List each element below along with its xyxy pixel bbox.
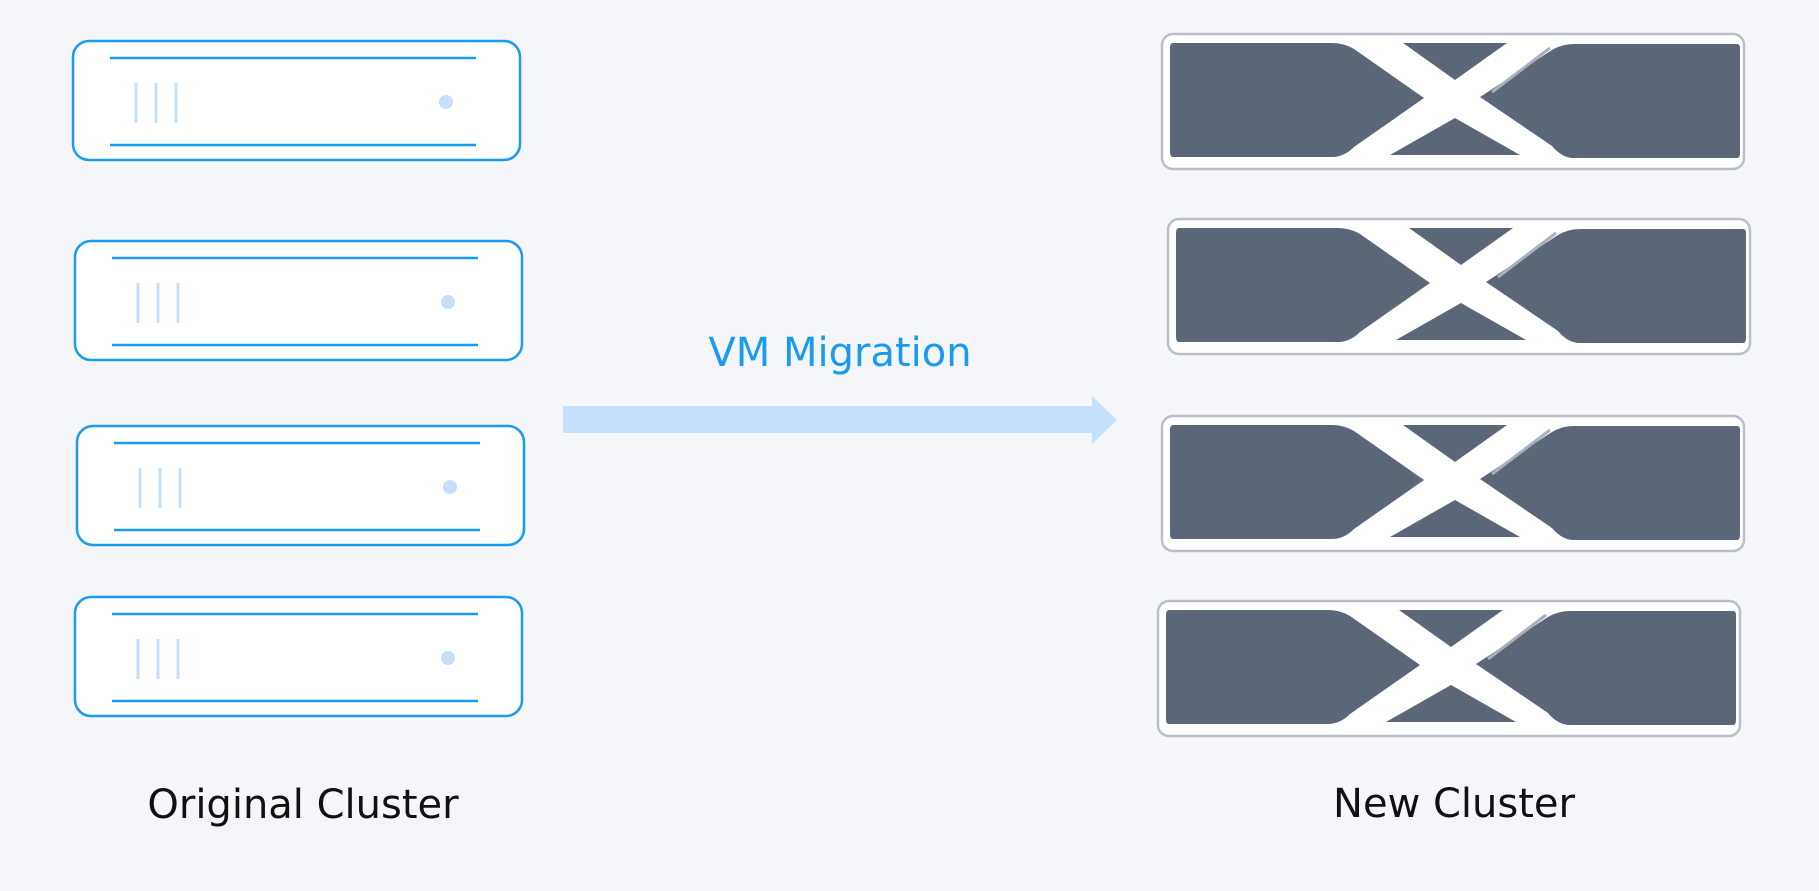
arrow-label: VM Migration (708, 330, 972, 376)
new-server-2 (1166, 217, 1752, 356)
original-cluster (71, 39, 526, 718)
original-server-4 (73, 595, 524, 718)
original-cluster-label: Original Cluster (147, 782, 459, 828)
arrow-head-icon (1092, 396, 1117, 444)
original-server-1 (71, 39, 522, 162)
new-server-1 (1160, 32, 1746, 171)
new-cluster-label: New Cluster (1333, 781, 1575, 827)
migration-arrow (563, 396, 1117, 444)
new-server-4 (1156, 599, 1742, 738)
new-server-3 (1160, 414, 1746, 553)
original-server-2 (73, 239, 524, 362)
new-cluster (1156, 32, 1752, 738)
original-server-3 (75, 424, 526, 547)
